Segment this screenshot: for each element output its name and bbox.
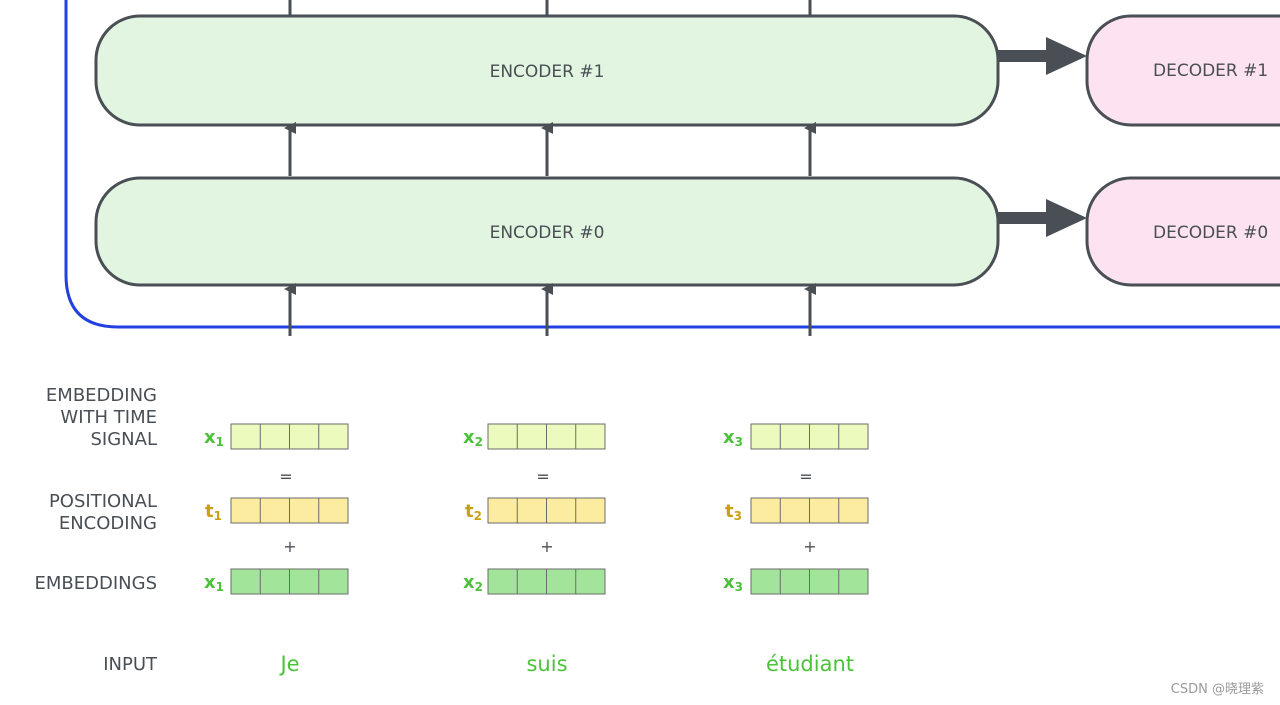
embedding-label-2: x2 bbox=[463, 572, 483, 594]
plus-sign-1: + bbox=[283, 537, 296, 556]
embedding-label-3: x3 bbox=[723, 572, 743, 594]
input-word-2: suis bbox=[526, 652, 567, 676]
embedding-label-1: x1 bbox=[204, 572, 224, 594]
time-signal-label-3: x3 bbox=[723, 427, 743, 449]
decoder-0-label: DECODER #0 bbox=[1153, 223, 1268, 243]
column-2: x2 = t2 + x2 suis bbox=[463, 423, 606, 676]
watermark: CSDN @晓理紫 bbox=[1171, 682, 1264, 697]
decoder-1-box bbox=[1085, 14, 1280, 127]
row-label-embedding-time-signal-1: EMBEDDING bbox=[46, 385, 157, 406]
decoder-1: DECODER #1 bbox=[1085, 14, 1280, 127]
decoder-0: DECODER #0 bbox=[1085, 176, 1280, 287]
time-signal-label-2: x2 bbox=[463, 427, 483, 449]
decoder-0-box bbox=[1085, 176, 1280, 287]
encoder-1: ENCODER #1 bbox=[94, 14, 1000, 127]
encoder-0-label: ENCODER #0 bbox=[490, 223, 605, 243]
equals-sign-3: = bbox=[799, 467, 812, 486]
embedding-vector-1 bbox=[230, 568, 349, 595]
embedding-vector-3 bbox=[750, 568, 869, 595]
column-1: x1 = t1 + x1 Je bbox=[204, 423, 349, 676]
row-label-embeddings: EMBEDDINGS bbox=[35, 573, 158, 594]
positional-label-2: t2 bbox=[465, 501, 482, 523]
time-signal-vector-2 bbox=[487, 423, 606, 450]
row-label-positional-encoding-2: ENCODING bbox=[59, 513, 157, 534]
equals-sign-1: = bbox=[279, 467, 292, 486]
encoder-decoder-arrow-0 bbox=[998, 199, 1087, 237]
positional-vector-3 bbox=[750, 497, 869, 524]
time-signal-vector-3 bbox=[750, 423, 869, 450]
row-label-positional-encoding-1: POSITIONAL bbox=[49, 491, 157, 512]
time-signal-vector-1 bbox=[230, 423, 349, 450]
column-3: x3 = t3 + x3 étudiant bbox=[723, 423, 869, 676]
plus-sign-2: + bbox=[540, 537, 553, 556]
input-word-3: étudiant bbox=[766, 652, 854, 676]
embedding-vector-2 bbox=[487, 568, 606, 595]
encoder-decoder-arrow-1 bbox=[998, 37, 1087, 75]
positional-vector-1 bbox=[230, 497, 349, 524]
equals-sign-2: = bbox=[536, 467, 549, 486]
row-label-input: INPUT bbox=[103, 654, 158, 675]
positional-label-1: t1 bbox=[205, 501, 222, 523]
encoder-0: ENCODER #0 bbox=[94, 176, 1000, 287]
encoder-stack-frame bbox=[64, 0, 1280, 329]
row-label-embedding-time-signal-2: WITH TIME bbox=[60, 407, 157, 428]
row-label-embedding-time-signal-3: SIGNAL bbox=[91, 429, 158, 450]
time-signal-label-1: x1 bbox=[204, 427, 224, 449]
positional-label-3: t3 bbox=[725, 501, 742, 523]
encoder-1-label: ENCODER #1 bbox=[490, 62, 605, 82]
decoder-1-label: DECODER #1 bbox=[1153, 61, 1268, 81]
positional-vector-2 bbox=[487, 497, 606, 524]
plus-sign-3: + bbox=[803, 537, 816, 556]
input-word-1: Je bbox=[278, 652, 299, 676]
